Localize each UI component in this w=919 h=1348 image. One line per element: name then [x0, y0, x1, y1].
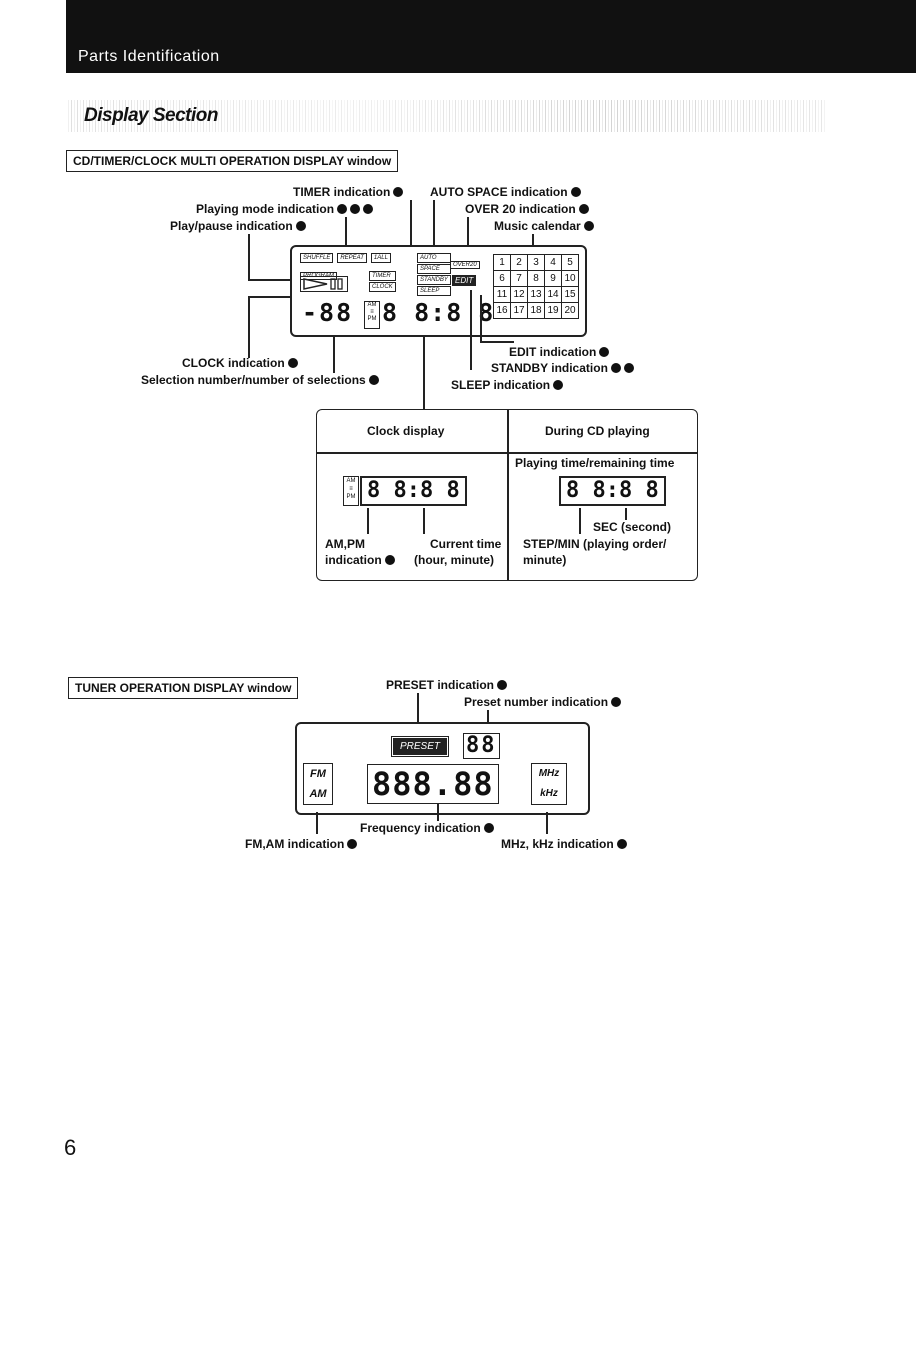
- clock-cd-table: Clock display During CD playing Playing …: [316, 409, 698, 581]
- timer-label: TIMER indication: [293, 185, 404, 199]
- timer-indicator: TIMER: [369, 271, 396, 281]
- frequency-digits: 888.88: [367, 764, 499, 804]
- khz-indicator: kHz: [540, 788, 558, 799]
- cd-window-box-label: CD/TIMER/CLOCK MULTI OPERATION DISPLAY w…: [66, 150, 399, 172]
- calendar-cell: 2: [510, 254, 528, 271]
- ampm-label: AM,PM: [325, 537, 365, 551]
- table-ampm-box: AM≡PM: [343, 476, 359, 506]
- calendar-cell: 6: [493, 270, 511, 287]
- calendar-cell: 1: [493, 254, 511, 271]
- calendar-cell: 15: [561, 286, 579, 303]
- one-all-indicator: 1ALL: [370, 253, 391, 263]
- edit-label: EDIT indication: [509, 345, 610, 359]
- calendar-cell: 13: [527, 286, 545, 303]
- space-indicator: SPACE: [417, 264, 451, 274]
- music-calendar-label: Music calendar: [494, 219, 594, 233]
- calendar-cell: 20: [561, 302, 579, 319]
- shuffle-indicator: SHUFFLE: [300, 253, 334, 263]
- mhz-khz-box: MHz kHz: [531, 763, 567, 805]
- header-title: Parts Identification: [78, 48, 220, 65]
- page-number: 6: [64, 1135, 77, 1160]
- edit-indicator: EDIT: [452, 275, 477, 286]
- play-pause-label: Play/pause indication: [170, 219, 306, 233]
- section-band: Display Section: [66, 100, 826, 132]
- calendar-cell: 17: [510, 302, 528, 319]
- calendar-cell: 5: [561, 254, 579, 271]
- page-header: Parts Identification: [66, 0, 916, 73]
- play-pause-icon: [300, 276, 348, 292]
- playing-mode-label: Playing mode indication: [196, 202, 374, 216]
- preset-indicator: PRESET: [390, 736, 450, 757]
- clock-indicator: CLOCK: [369, 282, 396, 292]
- ampm-box: AM≡PM: [364, 301, 380, 329]
- playing-time-label: Playing time/remaining time: [515, 456, 675, 470]
- am-indicator: AM: [309, 788, 327, 800]
- fm-am-label: FM,AM indication: [245, 837, 358, 851]
- calendar-cell: 4: [544, 254, 562, 271]
- tuner-window-box-label: TUNER OPERATION DISPLAY window: [68, 677, 299, 699]
- calendar-cell: 14: [544, 286, 562, 303]
- tuner-display-panel: PRESET 88 FM AM 888.88 MHz kHz: [295, 722, 590, 815]
- preset-label: PRESET indication: [386, 678, 508, 692]
- calendar-cell: 7: [510, 270, 528, 287]
- calendar-cell: 3: [527, 254, 545, 271]
- auto-indicator: AUTO: [417, 253, 451, 263]
- over20-indicator: OVER20: [450, 261, 480, 269]
- cd-playing-header: During CD playing: [545, 424, 650, 438]
- over20-label: OVER 20 indication: [465, 202, 589, 216]
- calendar-cell: 19: [544, 302, 562, 319]
- mhz-khz-label: MHz, kHz indication: [501, 837, 627, 851]
- preset-digits: 88: [463, 733, 500, 759]
- calendar-cell: 11: [493, 286, 511, 303]
- standby-label: STANDBY indication: [491, 361, 634, 375]
- sec-label: SEC (second): [593, 520, 672, 534]
- fm-indicator: FM: [310, 768, 326, 780]
- selection-label: Selection number/number of selections: [141, 373, 379, 387]
- clock-label: CLOCK indication: [182, 356, 298, 370]
- preset-number-label: Preset number indication: [464, 695, 622, 709]
- calendar-cell: 12: [510, 286, 528, 303]
- clock-display-header: Clock display: [367, 424, 445, 438]
- current-time-sub: (hour, minute): [414, 553, 494, 567]
- fm-am-box: FM AM: [303, 763, 333, 805]
- cd-digits: 8 8:8 8: [559, 476, 666, 506]
- calendar-cell: 10: [561, 270, 579, 287]
- frequency-label: Frequency indication: [360, 821, 494, 835]
- calendar-cell: 16: [493, 302, 511, 319]
- step-min-label: STEP/MIN (playing order/: [523, 537, 667, 551]
- current-time-label: Current time: [430, 537, 502, 551]
- auto-space-label: AUTO SPACE indication: [430, 185, 581, 199]
- standby-indicator: STANDBY: [417, 275, 451, 285]
- track-digits: -88: [302, 298, 354, 327]
- calendar-cell: 8: [527, 270, 545, 287]
- sleep-label: SLEEP indication: [451, 378, 564, 392]
- clock-digits: 8 8:8 8: [360, 476, 467, 506]
- time-digits: 8 8:8 8: [382, 298, 495, 327]
- cd-display-panel: SHUFFLE REPEAT 1ALL PROGRAM TIMER CLOCK …: [290, 245, 587, 337]
- step-min-sub: minute): [523, 553, 567, 567]
- ampm-indication-label: indication: [325, 553, 395, 567]
- mhz-indicator: MHz: [538, 768, 560, 779]
- repeat-indicator: REPEAT: [337, 253, 367, 263]
- section-title: Display Section: [84, 105, 219, 126]
- sleep-indicator: SLEEP: [417, 286, 451, 296]
- calendar-cell: 9: [544, 270, 562, 287]
- calendar-cell: 18: [527, 302, 545, 319]
